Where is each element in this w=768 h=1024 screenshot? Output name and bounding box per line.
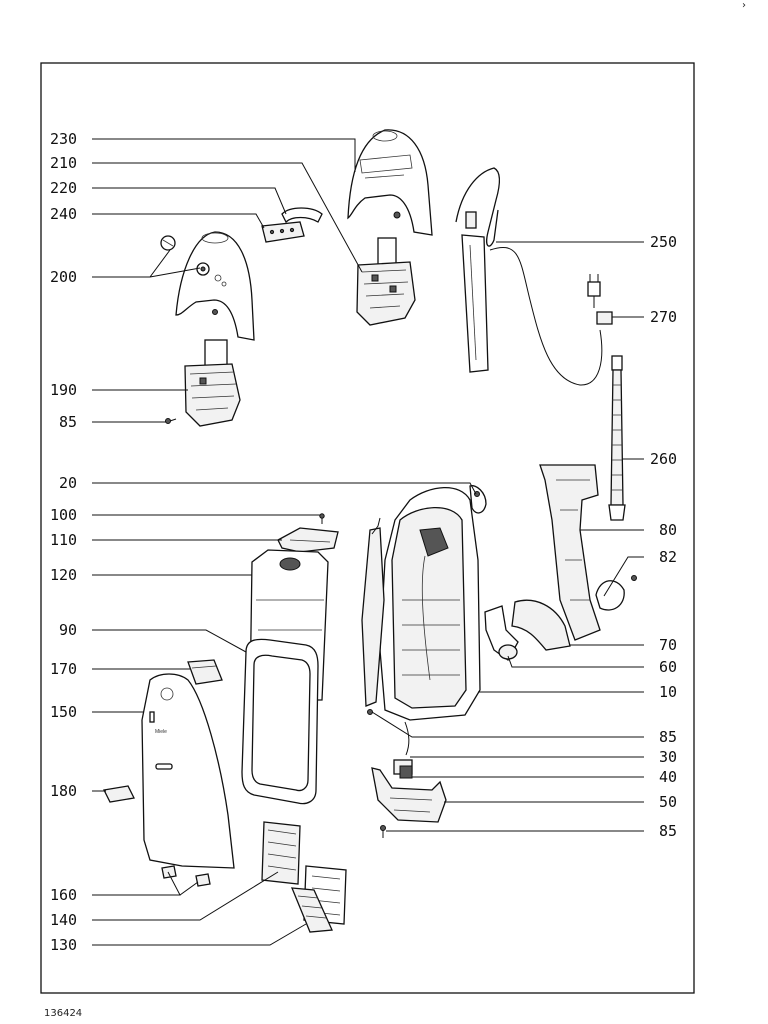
part-180-grip xyxy=(103,785,135,803)
label-140: 140 xyxy=(50,911,77,929)
part-85-screw-upper xyxy=(165,418,177,424)
part-82-flap xyxy=(595,575,637,611)
label-200: 200 xyxy=(50,268,77,286)
label-40: 40 xyxy=(659,768,677,786)
part-10-main-housing xyxy=(361,487,481,721)
part-110-bag-holder xyxy=(277,527,339,553)
part-40-clip xyxy=(399,765,413,779)
part-230-handle-cover xyxy=(347,129,433,236)
label-220: 220 xyxy=(50,179,77,197)
label-210: 210 xyxy=(50,154,77,172)
part-240-switch-board xyxy=(261,221,305,243)
label-50: 50 xyxy=(659,793,677,811)
label-60: 60 xyxy=(659,658,677,676)
label-80: 80 xyxy=(659,521,677,539)
label-160: 160 xyxy=(50,886,77,904)
part-260-hose xyxy=(608,355,626,521)
leader-lines xyxy=(92,138,644,946)
part-160-clips xyxy=(161,865,211,887)
power-plug xyxy=(587,274,601,308)
label-30: 30 xyxy=(659,748,677,766)
label-85-upper: 85 xyxy=(59,413,77,431)
part-90-seal xyxy=(241,638,319,805)
label-170: 170 xyxy=(50,660,77,678)
diagram-frame xyxy=(40,62,695,994)
part-85-screw-lower xyxy=(380,825,386,838)
brand-mark: Miele xyxy=(155,729,167,735)
label-85-middle: 85 xyxy=(659,728,677,746)
part-170-latch xyxy=(187,659,223,685)
part-140-filter-pad xyxy=(261,821,301,885)
label-260: 260 xyxy=(650,450,677,468)
part-150-front-cover: Miele xyxy=(141,673,235,869)
part-210-switch-housing xyxy=(356,237,416,326)
part-270-cord-clip xyxy=(596,311,613,325)
part-labels: 230 210 220 240 200 190 85 20 100 110 12… xyxy=(50,130,677,954)
power-cord xyxy=(489,247,603,386)
label-150: 150 xyxy=(50,703,77,721)
part-130-filter-grid xyxy=(290,865,347,933)
label-70: 70 xyxy=(659,636,677,654)
label-180: 180 xyxy=(50,782,77,800)
part-250-handle xyxy=(455,167,501,373)
corner-mark: › xyxy=(742,0,746,11)
label-190: 190 xyxy=(50,381,77,399)
part-85-screw-middle xyxy=(367,709,373,715)
label-130: 130 xyxy=(50,936,77,954)
label-270: 270 xyxy=(650,308,677,326)
part-220-slider xyxy=(281,207,323,224)
part-100-screw xyxy=(319,513,325,524)
part-20-fitting xyxy=(469,485,487,514)
part-50-base-plate xyxy=(371,767,447,823)
label-120: 120 xyxy=(50,566,77,584)
part-190-motor-housing xyxy=(184,339,241,427)
part-60-elbow xyxy=(484,605,519,661)
part-70-duct xyxy=(511,599,571,651)
label-85-lower: 85 xyxy=(659,822,677,840)
label-110: 110 xyxy=(50,531,77,549)
part-80-suction-channel xyxy=(539,464,601,641)
label-230: 230 xyxy=(50,130,77,148)
label-20: 20 xyxy=(59,474,77,492)
part-200-lower-cover xyxy=(160,231,255,341)
label-82: 82 xyxy=(659,548,677,566)
label-90: 90 xyxy=(59,621,77,639)
document-id: 136424 xyxy=(44,1008,82,1019)
label-100: 100 xyxy=(50,506,77,524)
label-10: 10 xyxy=(659,683,677,701)
label-250: 250 xyxy=(650,233,677,251)
label-240: 240 xyxy=(50,205,77,223)
